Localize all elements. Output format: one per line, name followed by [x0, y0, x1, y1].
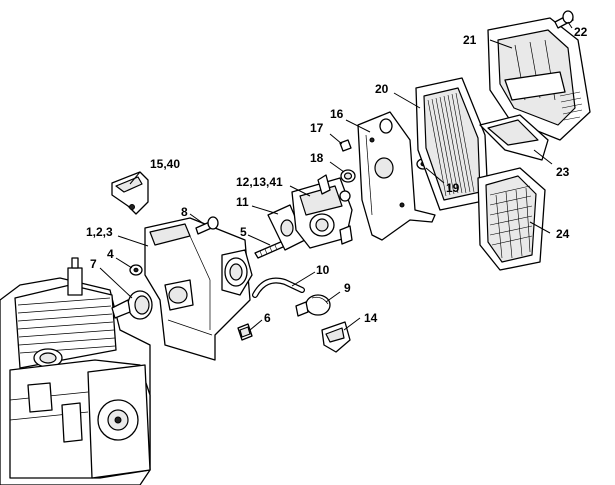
callout-20: 20: [375, 82, 389, 96]
part-21-filter-cover: [487, 17, 591, 141]
part-4-washer: [129, 264, 143, 276]
engine-block: [0, 257, 151, 485]
part-10-fuel-hose: [252, 277, 305, 298]
callout-11: 11: [236, 195, 249, 209]
callout-6: 6: [264, 311, 271, 325]
callout-17: 17: [310, 121, 324, 135]
part-17-nut: [339, 139, 352, 152]
part-7-intake-ring: [111, 290, 153, 320]
callout-labels: 22 21 20 16 17 18 19 23 24 15,40 12,13,4…: [86, 25, 588, 325]
callout-7: 7: [90, 257, 97, 271]
part-14-knob: [321, 321, 351, 353]
part-8-screw: [195, 216, 219, 235]
callout-5: 5: [240, 225, 247, 239]
part-1-2-3-housing: [144, 217, 253, 361]
callout-15-40: 15,40: [150, 157, 180, 171]
callout-12-13-41: 12,13,41: [236, 175, 283, 189]
callout-8: 8: [181, 205, 188, 219]
callout-1-2-3: 1,2,3: [86, 225, 113, 239]
callout-22: 22: [574, 25, 588, 39]
callout-10: 10: [316, 263, 330, 277]
part-12-13-41-carburetor: [291, 174, 353, 249]
part-15-40-bracket: [111, 171, 149, 215]
part-23-tray: [479, 114, 549, 161]
callout-23: 23: [556, 165, 570, 179]
part-22-screw: [554, 10, 574, 29]
part-20-air-filter: [415, 77, 489, 211]
callout-18: 18: [310, 151, 324, 165]
callout-9: 9: [344, 281, 351, 295]
callout-19: 19: [446, 181, 460, 195]
leader-lines: [99, 21, 573, 331]
callout-14: 14: [364, 311, 378, 325]
part-6-nut: [237, 323, 253, 341]
part-9-primer-bulb: [295, 294, 331, 317]
callout-24: 24: [556, 227, 570, 241]
part-16-baffle-plate: [357, 111, 436, 241]
callout-4: 4: [107, 247, 114, 261]
callout-21: 21: [463, 33, 477, 47]
callout-16: 16: [330, 107, 344, 121]
part-24-pre-filter: [477, 167, 546, 271]
part-18-grommet: [340, 169, 356, 183]
